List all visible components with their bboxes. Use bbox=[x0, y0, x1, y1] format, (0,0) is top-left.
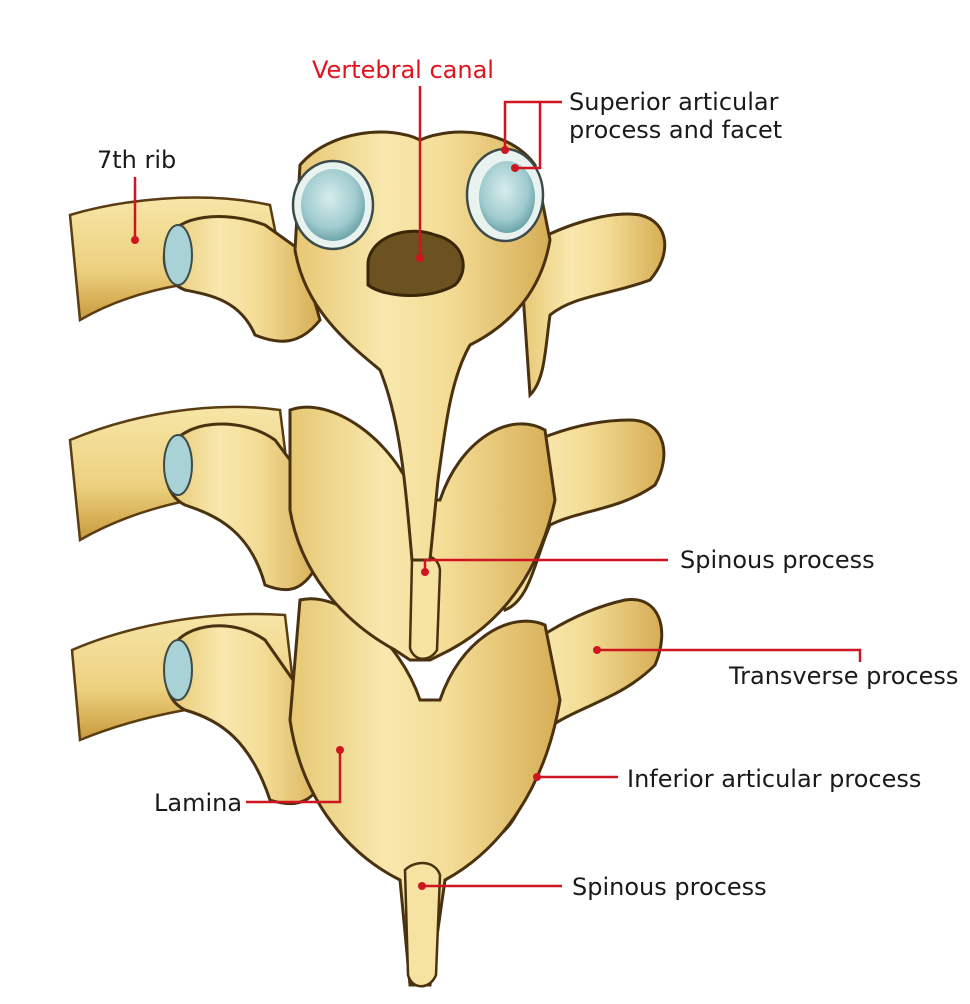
leader-dots bbox=[131, 146, 601, 890]
left-superior-articular-facet-surface bbox=[301, 169, 365, 241]
leader-lines bbox=[133, 86, 862, 888]
upper-right-transverse-process bbox=[518, 212, 667, 399]
label-spinous-process-lower: Spinous process bbox=[572, 873, 767, 901]
lower-lamina-body bbox=[288, 597, 562, 987]
dot-spinous-process-lower bbox=[418, 882, 426, 890]
label-lamina: Lamina bbox=[154, 789, 243, 817]
label-process-and-facet: process and facet bbox=[569, 116, 783, 144]
right-superior-articular-facet-surface bbox=[479, 161, 535, 233]
middle-left-transverse-process bbox=[164, 422, 322, 592]
dot-superior-articular bbox=[501, 146, 509, 154]
lower-costal-facet bbox=[163, 639, 193, 701]
middle-costal-facet bbox=[163, 434, 193, 496]
label-vertebral-canal: Vertebral canal bbox=[312, 56, 494, 84]
label-inferior-articular-process: Inferior articular process bbox=[627, 765, 922, 793]
dot-superior-articular-facet bbox=[511, 164, 519, 172]
vertebral-canal-shape bbox=[366, 229, 465, 297]
lower-spinous-process-shape bbox=[403, 861, 442, 988]
dot-inferior-articular bbox=[533, 773, 541, 781]
leader-transverse-process bbox=[597, 648, 862, 662]
leader-lamina bbox=[246, 752, 342, 804]
dot-transverse-process bbox=[593, 646, 601, 654]
label-seventh-rib: 7th rib bbox=[97, 146, 177, 174]
upper-vertebra bbox=[162, 130, 667, 562]
dot-vertebral-canal bbox=[416, 254, 424, 262]
leader-superior-articular bbox=[503, 100, 562, 148]
label-spinous-process-upper: Spinous process bbox=[680, 546, 875, 574]
dot-seventh-rib bbox=[131, 236, 139, 244]
label-superior-articular: Superior articular bbox=[569, 88, 779, 116]
dot-lamina bbox=[336, 746, 344, 754]
lower-vertebra bbox=[163, 597, 664, 988]
upper-costal-facet bbox=[163, 224, 193, 286]
dot-spinous-process-upper bbox=[421, 568, 429, 576]
leader-superior-articular-facet bbox=[517, 102, 542, 170]
leader-spinous-process-upper bbox=[423, 558, 668, 570]
label-transverse-process: Transverse process bbox=[729, 662, 959, 690]
